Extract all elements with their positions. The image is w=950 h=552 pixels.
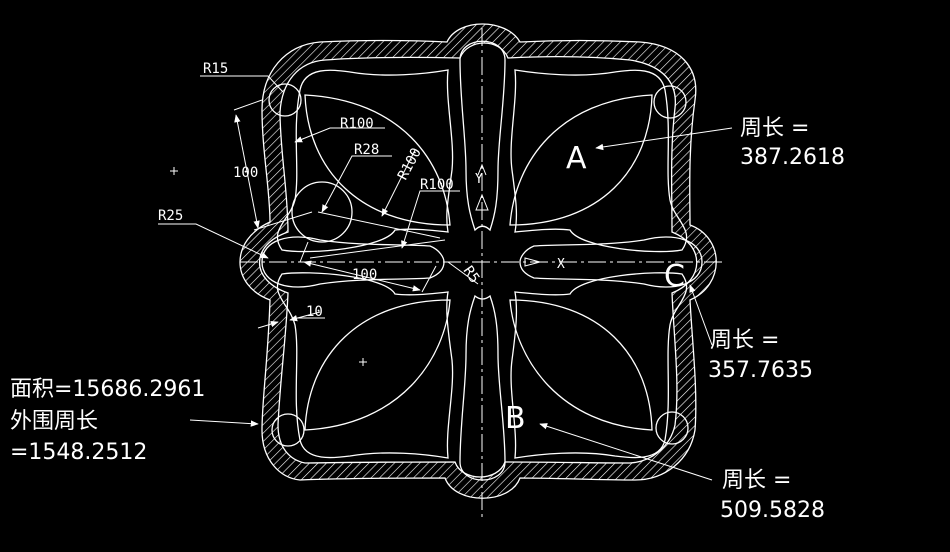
dim-100-vertical: 100 [233,165,258,181]
dim-100-horizontal: 100 [352,267,377,283]
dimension-lines [158,75,479,366]
dim-r5: R5 [460,263,483,286]
perimeter-b-label: 周长 = [722,468,791,493]
perimeter-c-label: 周长 = [710,328,779,353]
outer-perimeter-label: 外围周长 [10,409,98,434]
area-total: 面积=15686.2961 [10,377,205,402]
dimension-labels: R15 R100 R28 R100 R100 100 R25 100 R5 10… [158,61,565,320]
axis-y-label: Y [475,172,483,187]
perimeter-b-callout: 周长 = 509.5828 [720,468,825,523]
dim-r28: R28 [354,142,379,158]
leaf-shapes [291,94,653,431]
perimeter-c-callout: 周长 = 357.7635 [708,328,813,383]
perimeter-b-value: 509.5828 [720,498,825,523]
axis-x-label: X [557,257,565,272]
region-labels: A B C [505,141,685,436]
inner-channel-loops [261,40,703,481]
callout-leaders [189,127,733,481]
region-c-label: C [664,259,685,294]
dim-r25: R25 [158,208,183,224]
dim-r15: R15 [203,61,228,77]
dim-r100-c: R100 [420,177,454,193]
perimeter-a-callout: 周长 = 387.2618 [740,116,845,170]
region-a-label: A [566,141,587,176]
totals-callout: 面积=15686.2961 外围周长 =1548.2512 [10,377,205,465]
region-b-label: B [505,401,526,436]
perimeter-a-value: 387.2618 [740,145,845,170]
perimeter-a-label: 周长 = [740,116,809,141]
perimeter-c-value: 357.7635 [708,358,813,383]
outer-perimeter-value: =1548.2512 [10,440,147,465]
dim-10: 10 [306,304,323,320]
dim-r100-a: R100 [340,116,374,132]
